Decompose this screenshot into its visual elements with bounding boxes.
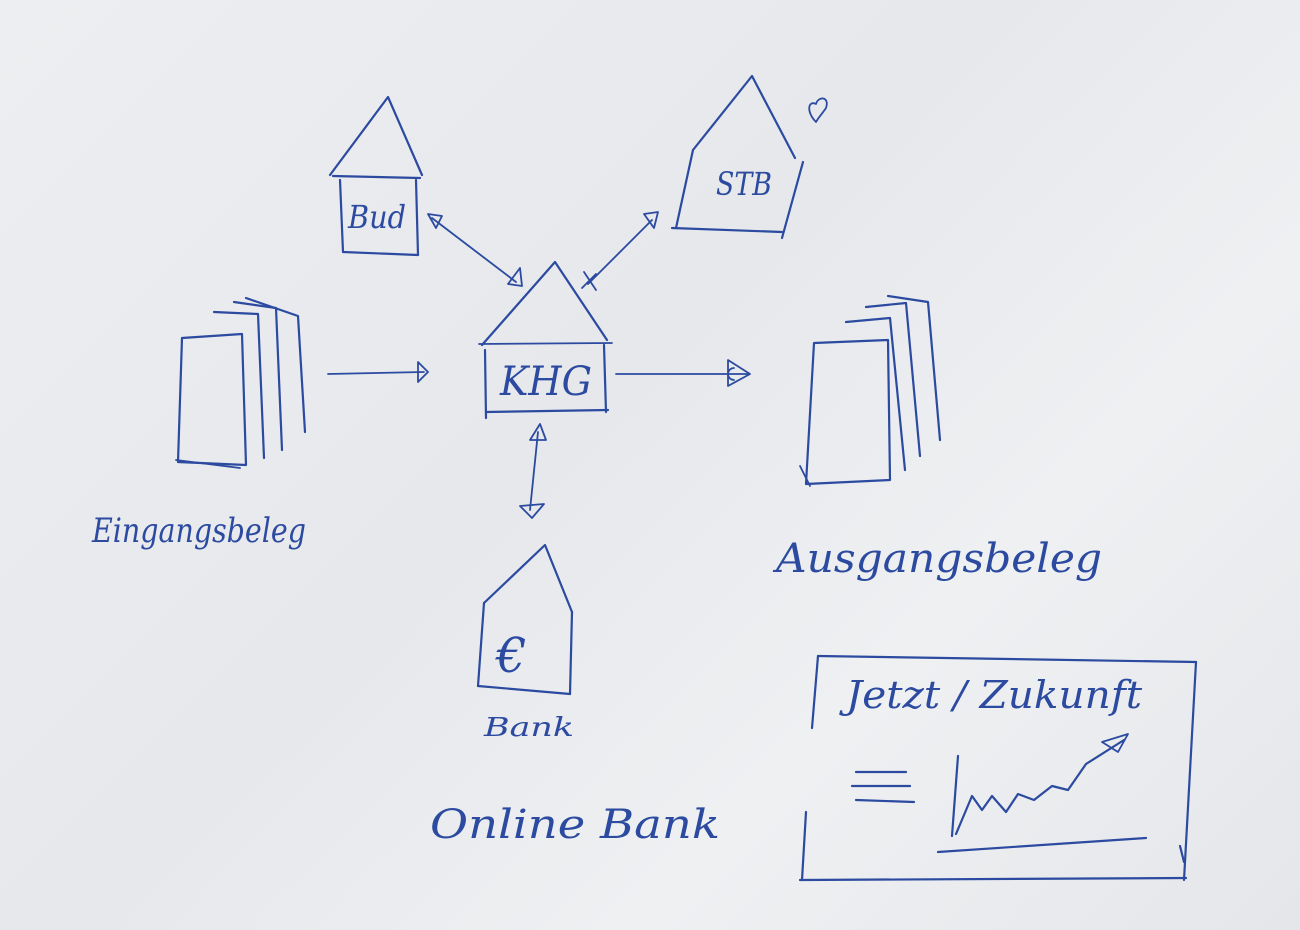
incoming-documents-stack: Eingangsbeleg	[91, 296, 307, 551]
now-future-panel: Jetzt / Zukunft	[798, 654, 1198, 882]
connector-incoming-khg	[327, 371, 425, 375]
heart-icon	[808, 97, 828, 123]
hamburger-icon	[850, 770, 916, 804]
top-left-house-node: Bud	[328, 95, 424, 257]
bank-caption: Bank	[483, 713, 574, 743]
arrowhead-incoming-khg	[417, 361, 429, 383]
arrowhead-khg-outgoing	[727, 359, 751, 387]
online-banking-label: Online Bank	[430, 802, 720, 848]
top-right-house-label: STB	[716, 165, 772, 203]
arrowhead-khg-bank-top	[529, 423, 547, 441]
arrowhead-bud-end	[427, 213, 443, 229]
trend-chart-icon	[936, 733, 1148, 854]
outgoing-documents-stack: Ausgangsbeleg	[772, 294, 1102, 582]
arrowhead-khg-bank-bottom	[519, 503, 545, 519]
arrowhead-stb-end	[643, 211, 659, 229]
connector-stb-khg	[587, 219, 653, 285]
arrowhead-khg-stb-end	[581, 271, 597, 291]
outgoing-documents-label: Ausgangsbeleg	[772, 536, 1102, 582]
bank-house-node: € Bank	[476, 543, 574, 743]
incoming-documents-label: Eingangsbeleg	[91, 511, 306, 551]
center-house-node: KHG	[478, 260, 613, 420]
connectors	[327, 211, 751, 519]
top-left-house-label: Bud	[347, 198, 406, 236]
arrowhead-khg-bud-end	[507, 267, 523, 287]
panel-title: Jetzt / Zukunft	[839, 673, 1143, 717]
connector-bud-khg	[431, 217, 517, 283]
connector-khg-bank	[529, 431, 539, 511]
center-house-label: KHG	[499, 359, 592, 405]
top-right-house-node: STB	[670, 74, 828, 240]
bank-currency-symbol: €	[494, 628, 527, 684]
